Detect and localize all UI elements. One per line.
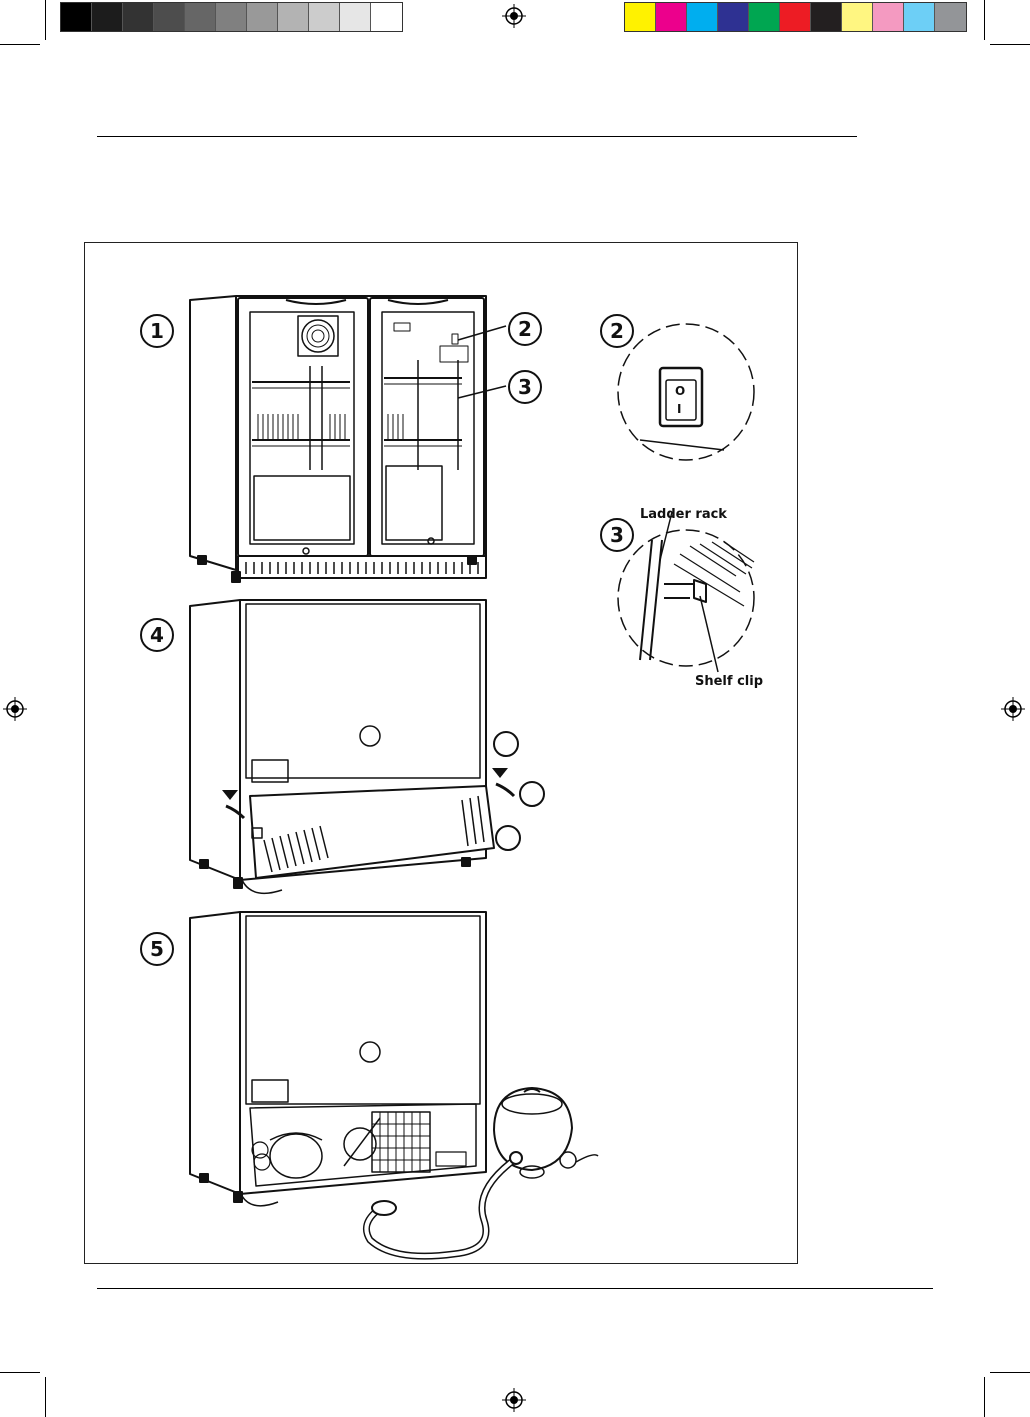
step-5-badge: 5	[140, 932, 174, 966]
step-3-callout-badge: 3	[508, 370, 542, 404]
switch-off-symbol: O	[675, 384, 685, 398]
fridge-rear-view-vacuum-cleaning	[190, 912, 598, 1256]
step-1-badge: 1	[140, 314, 174, 348]
fridge-front-view	[190, 296, 506, 582]
ladder-rack-closeup	[618, 512, 754, 672]
step-2-badge: 2	[600, 314, 634, 348]
fridge-rear-view-panel-removal	[190, 600, 544, 893]
step-2-callout-badge: 2	[508, 312, 542, 346]
ladder-rack-label: Ladder rack	[640, 507, 727, 522]
step-3-badge: 3	[600, 518, 634, 552]
step-4-badge: 4	[140, 618, 174, 652]
switch-on-symbol: I	[677, 402, 681, 416]
switch-closeup	[618, 324, 754, 460]
shelf-clip-label: Shelf clip	[695, 674, 763, 689]
